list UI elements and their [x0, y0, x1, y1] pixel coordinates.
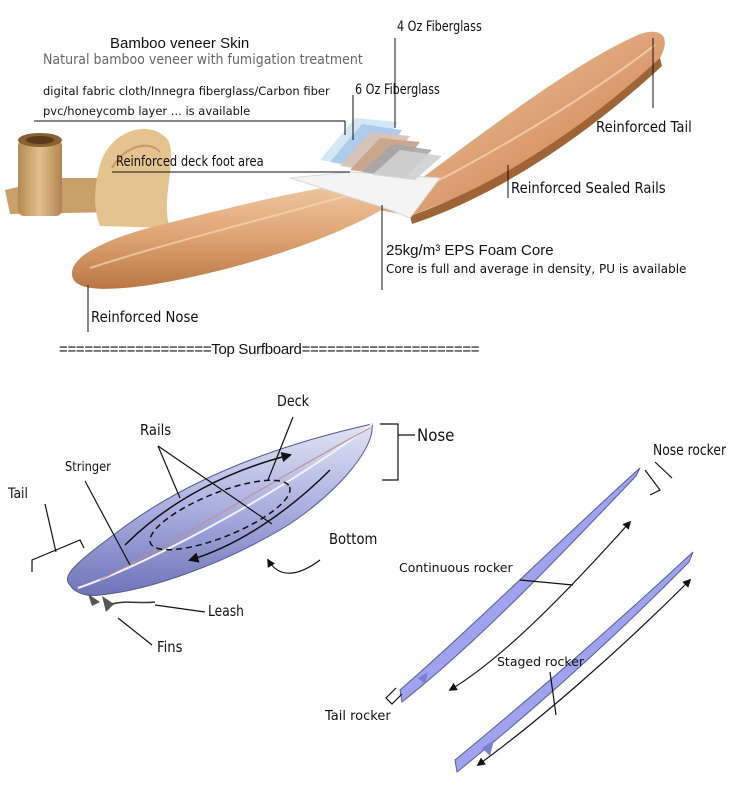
- foam-core-label: 25kg/m³ EPS Foam Core: [386, 242, 554, 259]
- nose-rocker-label: Nose rocker: [653, 441, 727, 459]
- bamboo-surfboard: [71, 31, 665, 289]
- anatomy-surfboard: [67, 423, 373, 612]
- bottom-label: Bottom: [329, 530, 378, 548]
- layer-options-line1: digital fabric cloth/Innegra fiberglass/…: [43, 84, 330, 98]
- fins-label: Fins: [157, 638, 183, 656]
- tail-rocker-label: Tail rocker: [325, 709, 391, 724]
- skin-subtitle: Natural bamboo veneer with fumigation tr…: [43, 52, 363, 68]
- rocker-leader-lines: [385, 461, 692, 766]
- foam-core-note: Core is full and average in density, PU …: [386, 262, 687, 276]
- tail-label: Tail: [8, 486, 28, 502]
- reinforced-deck-label: Reinforced deck foot area: [116, 154, 264, 170]
- staged-rocker-label: Staged rocker: [497, 654, 585, 669]
- rails-label: Rails: [140, 421, 172, 439]
- reinforced-rails-label: Reinforced Sealed Rails: [511, 179, 666, 197]
- fiberglass-4oz-label: 4 Oz Fiberglass: [397, 19, 482, 35]
- reinforced-tail-label: Reinforced Tail: [596, 118, 692, 136]
- reinforced-nose-label: Reinforced Nose: [91, 308, 199, 326]
- stringer-label: Stringer: [65, 460, 111, 475]
- leash-label: Leash: [208, 602, 244, 620]
- layer-options-line2: pvc/honeycomb layer ... is available: [43, 104, 251, 118]
- deck-label: Deck: [277, 392, 310, 410]
- fiberglass-6oz-label: 6 Oz Fiberglass: [355, 82, 440, 98]
- nose-label: Nose: [417, 426, 455, 446]
- anatomy-leader-lines: [31, 416, 415, 646]
- top-leader-lines: [34, 38, 654, 332]
- skin-title: Bamboo veneer Skin: [110, 35, 250, 52]
- bamboo-veneer-rolls: [5, 128, 172, 228]
- continuous-rocker-label: Continuous rocker: [399, 560, 513, 575]
- section-divider: ==================Top Surfboard=========…: [59, 341, 480, 358]
